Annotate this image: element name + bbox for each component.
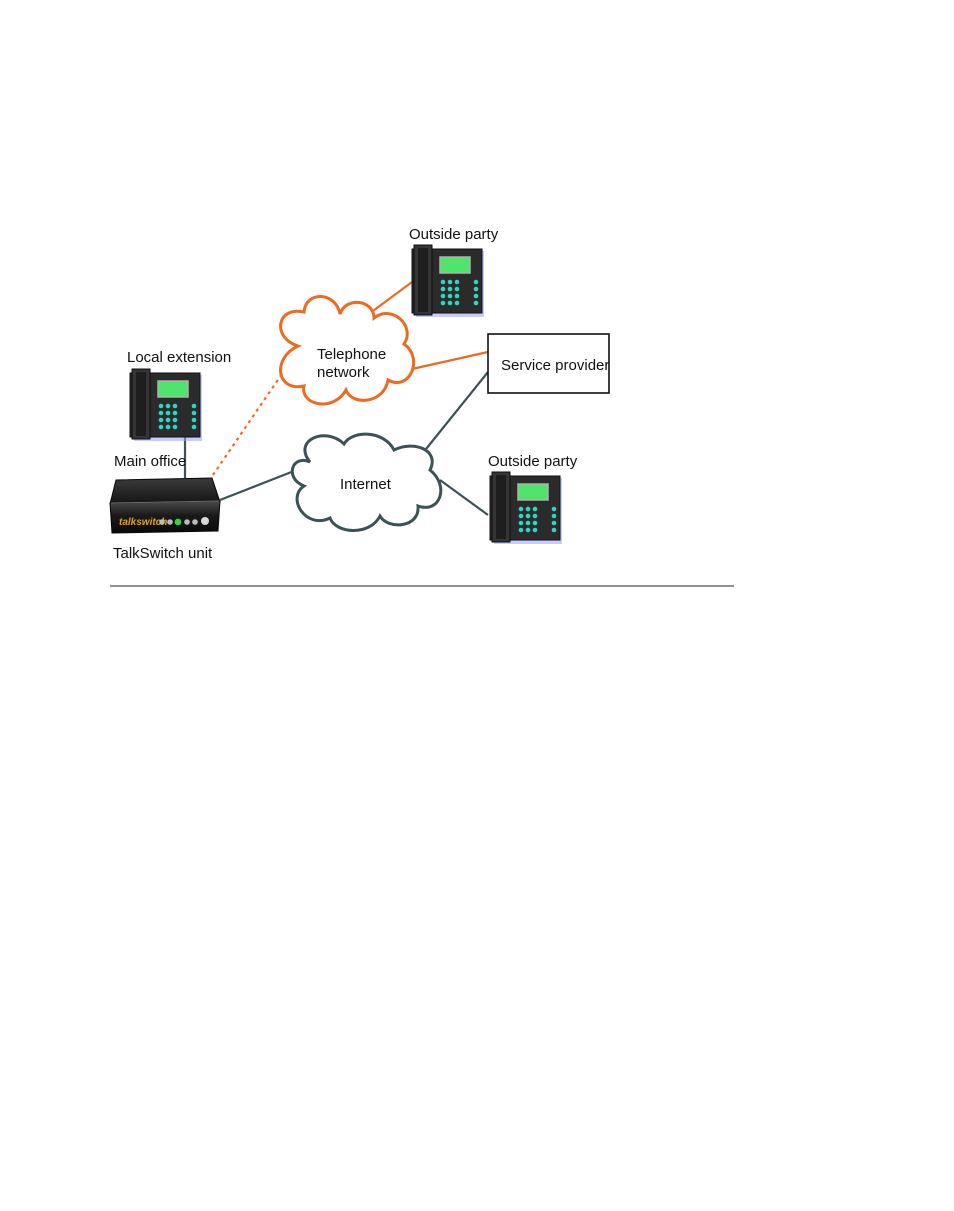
link-unit-to-internet bbox=[220, 471, 294, 500]
internet-cloud: Internet bbox=[292, 434, 441, 530]
telephone-network-label-line2: network bbox=[317, 364, 370, 381]
outside-party-top: Outside party bbox=[409, 226, 499, 317]
telephone-network-cloud: Telephone network bbox=[281, 296, 414, 404]
local-extension: Local extension bbox=[127, 349, 231, 441]
telephone-network-label-line1: Telephone bbox=[317, 346, 386, 363]
desk-phone-icon bbox=[490, 472, 562, 544]
desk-phone-icon bbox=[130, 369, 202, 441]
link-internet-to-outside-party-right bbox=[440, 480, 488, 515]
outside-party-top-label: Outside party bbox=[409, 226, 499, 243]
talkswitch-unit-label: TalkSwitch unit bbox=[113, 545, 213, 562]
main-office-label: Main office bbox=[114, 453, 186, 470]
service-provider-box: Service provider bbox=[488, 334, 609, 393]
local-extension-label: Local extension bbox=[127, 349, 231, 366]
link-unit-to-telephone-network bbox=[213, 368, 286, 475]
outside-party-right-label: Outside party bbox=[488, 453, 578, 470]
internet-label: Internet bbox=[340, 476, 392, 493]
talkswitch-device-icon: talkswitch bbox=[110, 478, 220, 533]
link-telephone-network-to-service-provider bbox=[412, 352, 488, 369]
service-provider-label: Service provider bbox=[501, 357, 609, 374]
link-internet-to-service-provider bbox=[422, 372, 488, 454]
talkswitch-unit: Main office talkswitch TalkSwitch unit bbox=[110, 453, 220, 562]
outside-party-right: Outside party bbox=[488, 453, 578, 544]
desk-phone-icon bbox=[412, 245, 484, 317]
